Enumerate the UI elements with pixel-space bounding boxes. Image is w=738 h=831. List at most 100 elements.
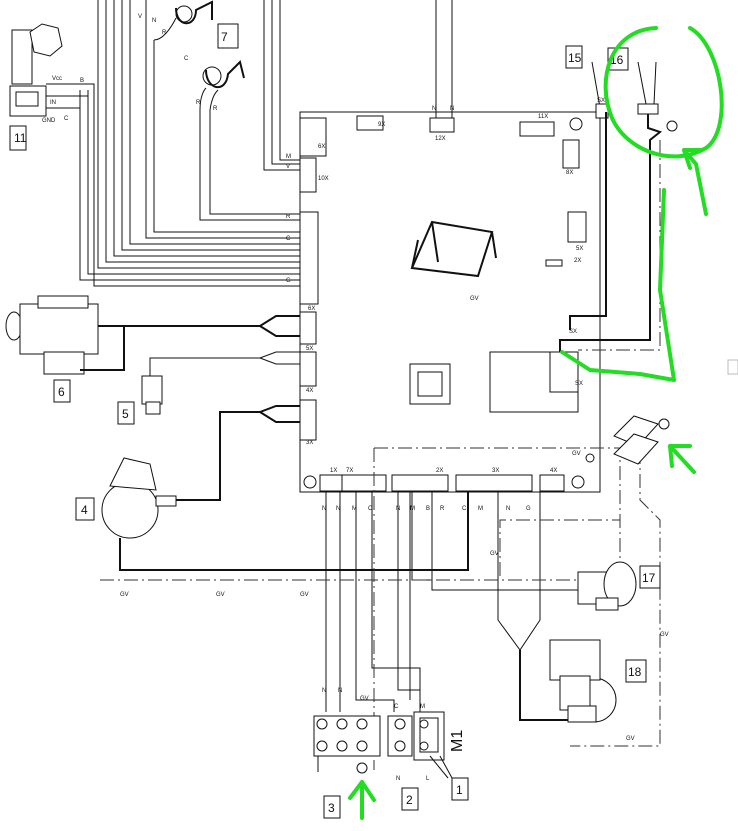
mounting-hole: [303, 475, 317, 489]
connector-block: [429, 117, 455, 133]
label-6x: 6X: [318, 144, 325, 150]
terminal-strip-1: [413, 711, 453, 779]
tag-box-1: [451, 777, 469, 801]
connector-block: [299, 211, 319, 305]
top-wire-bundle: [79, 0, 453, 287]
wire-label-n: N: [322, 688, 326, 694]
highlight-arrow: [682, 148, 708, 216]
tag-box-3: [323, 795, 341, 819]
wire-label-n: N: [432, 106, 436, 112]
label-4x: 4X: [306, 388, 313, 394]
connector-block: [545, 259, 563, 267]
wire-label-gv: GV: [660, 632, 669, 638]
connector-block: [299, 351, 317, 387]
transformer-core: [417, 371, 443, 397]
component-5-sensor: [141, 351, 300, 415]
highlight-arrow: [668, 444, 696, 474]
component-tag-11: 7: [221, 30, 228, 44]
wire-label-g: G: [286, 278, 291, 284]
wire-label-b: B: [426, 506, 430, 512]
wire-label-gv: GV: [300, 592, 309, 598]
label-3x: 3X: [492, 468, 499, 474]
wire-label-c: C: [394, 704, 399, 710]
label-sx: SX: [569, 329, 577, 335]
highlight-arrow: [348, 780, 376, 820]
wire-label-n: N: [336, 506, 340, 512]
wire-label-l: L: [426, 776, 430, 782]
ground-terminal-block: [578, 140, 670, 465]
wire-label-gv: GV: [216, 592, 225, 598]
motor-label: M1: [449, 730, 466, 752]
mounting-hole: [571, 475, 585, 489]
wire-label-gv: GV: [470, 296, 479, 302]
wire-label-m: M: [410, 506, 415, 512]
wire-label-gv: GV: [626, 736, 635, 742]
wire-label-r: R: [213, 106, 218, 112]
connector-block: [519, 121, 555, 137]
component-tag-7: 11: [14, 131, 27, 145]
component-tag-4: 4: [81, 503, 88, 517]
component-18-circulator: [549, 639, 617, 723]
wire-label-g: G: [526, 506, 531, 512]
component-7-sensor: [9, 23, 95, 117]
connector-5x: [539, 474, 565, 492]
wire-label-n: N: [152, 18, 156, 24]
connector-3x: [391, 474, 449, 492]
label-9x: 9X: [378, 122, 385, 128]
connector-2x: [341, 474, 387, 492]
wire-label-v: V: [286, 164, 290, 170]
wire-label-c: C: [64, 116, 69, 122]
wire-label-gnd: GND: [42, 118, 56, 124]
component-6-gas-valve: [5, 295, 300, 375]
label-4x: 4X: [550, 468, 557, 474]
wire-label-gv: GV: [360, 696, 369, 702]
component-4-fan: [101, 405, 300, 539]
wire-label-n: N: [396, 776, 400, 782]
wire-label-n: N: [322, 506, 326, 512]
tag-box-6: [53, 379, 71, 403]
highlight-circle: [603, 26, 724, 159]
connector-block: [299, 399, 317, 441]
connector-block: [356, 115, 384, 131]
wire-label-gv: GV: [490, 551, 499, 557]
tag-box-4: [75, 497, 95, 521]
label-5x: 5X: [576, 246, 583, 252]
ground-line: [499, 490, 621, 580]
connector-block: [567, 211, 587, 243]
tag-box-2: [401, 787, 419, 811]
wire-label-gv: GV: [572, 451, 581, 457]
tag-box-17: [639, 565, 661, 589]
label-2x: 2X: [436, 468, 443, 474]
label-1x: 1X: [330, 468, 337, 474]
component-tag-2: 2: [406, 793, 413, 807]
terminal-strip-3: [313, 715, 381, 774]
wire-label-c: C: [462, 506, 467, 512]
component-11-sensors: [153, 0, 245, 111]
wire-label-v: V: [138, 14, 142, 20]
wire-label-c: C: [368, 506, 373, 512]
component-16-electrode: [559, 61, 678, 352]
label-10x: 10X: [318, 176, 329, 182]
wire-label-r: R: [440, 506, 445, 512]
wire-label-r: R: [162, 30, 167, 36]
wire-label-vcc: Vcc: [52, 76, 62, 82]
label-12x: 12X: [435, 136, 446, 142]
wire-label-m: M: [352, 506, 357, 512]
mounting-hole: [585, 453, 595, 463]
label-7x: 7X: [346, 468, 353, 474]
wire-label-in: IN: [50, 100, 56, 106]
wire-label-m: M: [420, 704, 425, 710]
label-2x: 2X: [574, 258, 581, 264]
component-tag-6: 6: [58, 385, 65, 399]
bracket-shape: [410, 220, 497, 278]
wire-label-gv: GV: [120, 592, 129, 598]
label-6x: 6X: [308, 306, 315, 312]
ground-line: [570, 450, 661, 747]
component-tag-17: 17: [642, 571, 656, 585]
component-tag-15: 15: [568, 51, 582, 65]
tag-box-18: [625, 659, 647, 683]
wire-label-c: C: [286, 236, 291, 242]
label-5x: 5X: [306, 346, 313, 352]
component-tag-1: 1: [456, 783, 463, 797]
